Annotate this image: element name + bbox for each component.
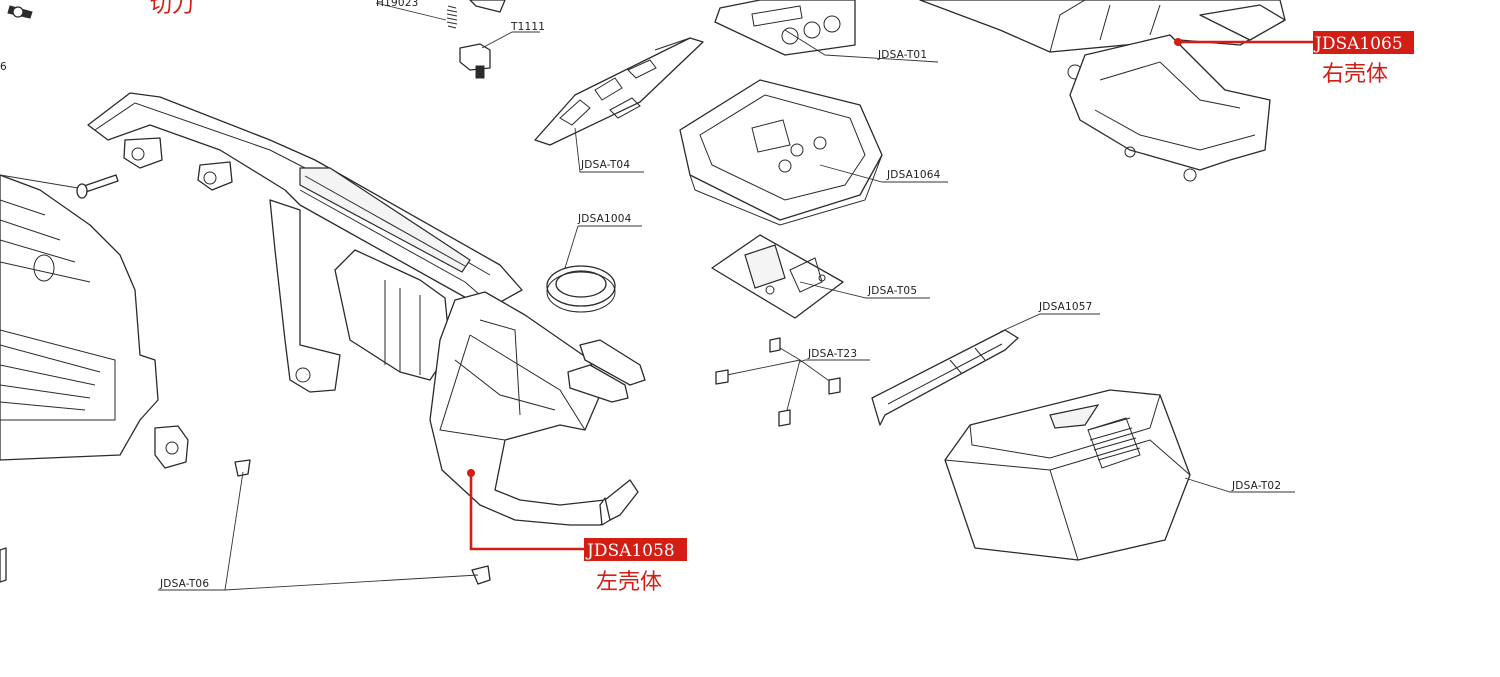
part-number-labels: H19023 T1111 JDSA-T01 JDSA-T04 JDSA1064 … [0, 0, 1281, 590]
callout-left-code: JDSA1058 [585, 541, 675, 561]
callout-right-code: JDSA1065 [1313, 34, 1403, 54]
long-screw-part [0, 174, 119, 199]
callout-right-shell: JDSA1065 右壳体 [1174, 31, 1414, 87]
clipped-screw-top-left [7, 5, 33, 19]
label-t02: JDSA-T02 [1231, 480, 1281, 492]
rubber-ring-part [546, 265, 616, 313]
right-housing-part [919, 0, 1286, 182]
screw-set-part [715, 337, 841, 427]
clip-part-top [469, 0, 506, 13]
label-t23: JDSA-T23 [807, 348, 857, 360]
spring-part [446, 5, 458, 29]
callout-top-partial: 切刀 [150, 0, 194, 18]
label-1004: JDSA1004 [577, 213, 632, 225]
callout-left-name: 左壳体 [596, 570, 662, 595]
label-1064: JDSA1064 [886, 169, 941, 181]
switch-part [459, 43, 491, 79]
control-pcb-part [711, 234, 844, 319]
label-panel-part [714, 0, 856, 56]
callout-left-shell: JDSA1058 左壳体 [467, 469, 687, 595]
battery-pack-part [944, 389, 1191, 561]
label-t1111: T1111 [510, 21, 545, 33]
label-t04: JDSA-T04 [580, 159, 630, 171]
leader-lines [158, 2, 1295, 591]
label-t05: JDSA-T05 [867, 285, 917, 297]
control-panel-part [679, 79, 883, 226]
label-h19023: H19023 [376, 0, 419, 9]
slider-strip-part [871, 329, 1019, 426]
left-motor-cover-part [0, 174, 189, 583]
label-1057: JDSA1057 [1038, 301, 1093, 313]
pcb-board-part [534, 37, 704, 146]
label-t01: JDSA-T01 [877, 49, 927, 61]
callout-right-name: 右壳体 [1322, 62, 1388, 87]
label-clipped-left: 6 [0, 61, 7, 73]
left-housing-part [87, 92, 646, 526]
bottom-screws-part [234, 459, 491, 585]
label-t06: JDSA-T06 [159, 578, 209, 590]
